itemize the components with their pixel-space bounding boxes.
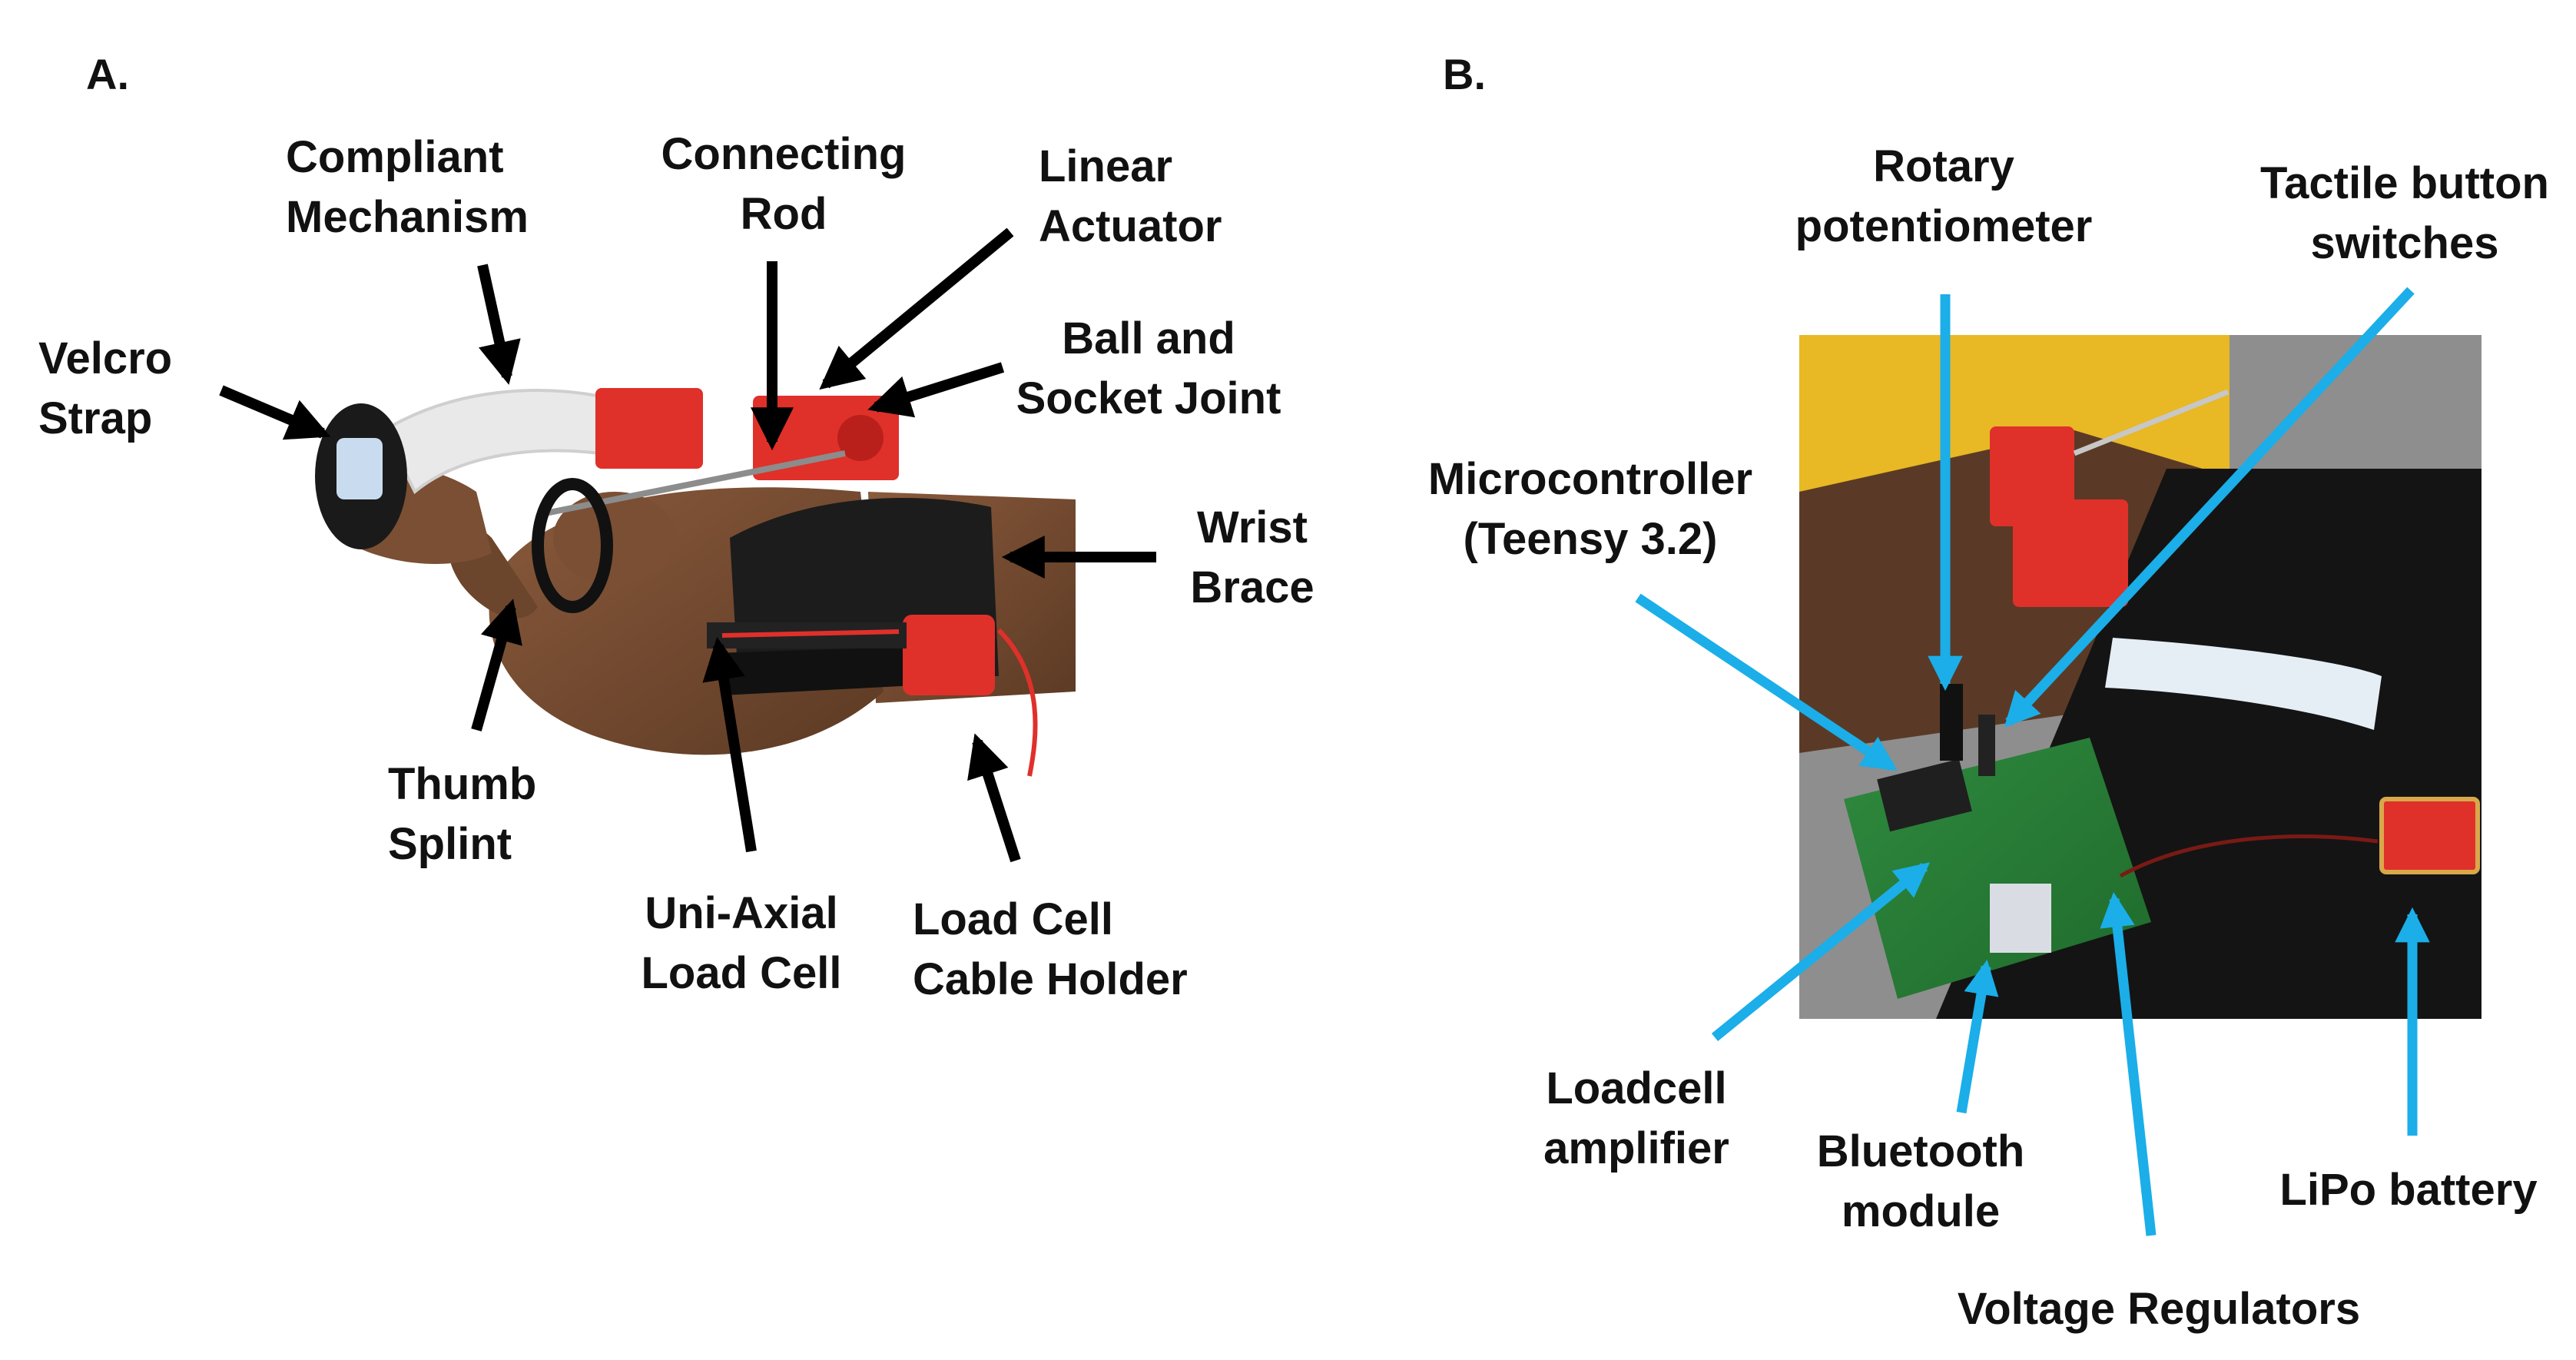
compliant-tube [382,389,617,495]
arrows-b [1635,287,2430,1236]
arrow-voltage [2100,891,2157,1236]
panel-a-letter: A. [86,50,129,98]
arrow-bluetooth [1956,960,1999,1114]
rod-b [2073,389,2230,456]
arrow-compliant [477,264,521,385]
arrow-thumb [471,599,522,731]
label-rotary-potentiometer: Rotary potentiometer [1795,141,2093,251]
load-cell-wire [721,629,900,638]
arrow-uniaxial [702,636,757,853]
label-compliant-mechanism: Compliant Mechanism [286,132,529,242]
label-thumb-splint: Thumb Splint [388,759,537,869]
arrow-loadcell-amp [1711,862,1931,1042]
arrow-cableholder [967,733,1021,863]
electronics-photo-b [1799,335,2482,1019]
arrow-velcro [219,385,331,440]
label-tactile-switches: Tactile button switches [2260,158,2549,268]
arrows-a [219,227,1156,863]
label-voltage-regulators: Voltage Regulators [1957,1284,2361,1334]
red-cable [996,628,1038,777]
finger-ring [532,478,613,613]
knuckle [553,492,676,584]
label-lipo-battery: LiPo battery [2279,1165,2538,1215]
red-block-left [595,388,703,469]
arrow-micro [1635,593,1898,771]
label-microcontroller: Microcontroller (Teensy 3.2) [1427,454,1753,564]
teensy [1877,758,1972,832]
bluetooth-chip [1990,884,2051,953]
cable-holder [903,615,995,695]
velcro-patch [337,438,383,499]
panel-b-letter: B. [1443,50,1486,98]
device-photo-a [315,388,1076,777]
label-velcro-strap: Velcro Strap [38,333,173,443]
potentiometer [1940,684,1963,761]
ball-socket [837,415,884,461]
arrow-linear [819,227,1014,390]
white-tube-b [2105,638,2382,730]
label-ball-socket-joint: Ball and Socket Joint [1016,313,1281,423]
battery-wire [2119,834,2379,878]
brace-strap [714,645,945,695]
red-enclosure-b2 [2013,499,2128,607]
label-connecting-rod: Connecting Rod [661,129,907,239]
label-linear-actuator: Linear Actuator [1039,141,1222,251]
lipo-battery [2379,797,2480,874]
label-cable-holder: Load Cell Cable Holder [913,894,1188,1004]
arrow-tactile [2004,287,2415,728]
arrow-ball [867,362,1005,418]
buttons [1978,715,1995,776]
label-loadcell-amplifier: Loadcell amplifier [1543,1063,1729,1173]
label-wrist-brace: Wrist Brace [1190,503,1315,612]
label-bluetooth-module: Bluetooth module [1816,1126,2025,1236]
label-uniaxial-load-cell: Uni-Axial Load Cell [641,888,842,998]
